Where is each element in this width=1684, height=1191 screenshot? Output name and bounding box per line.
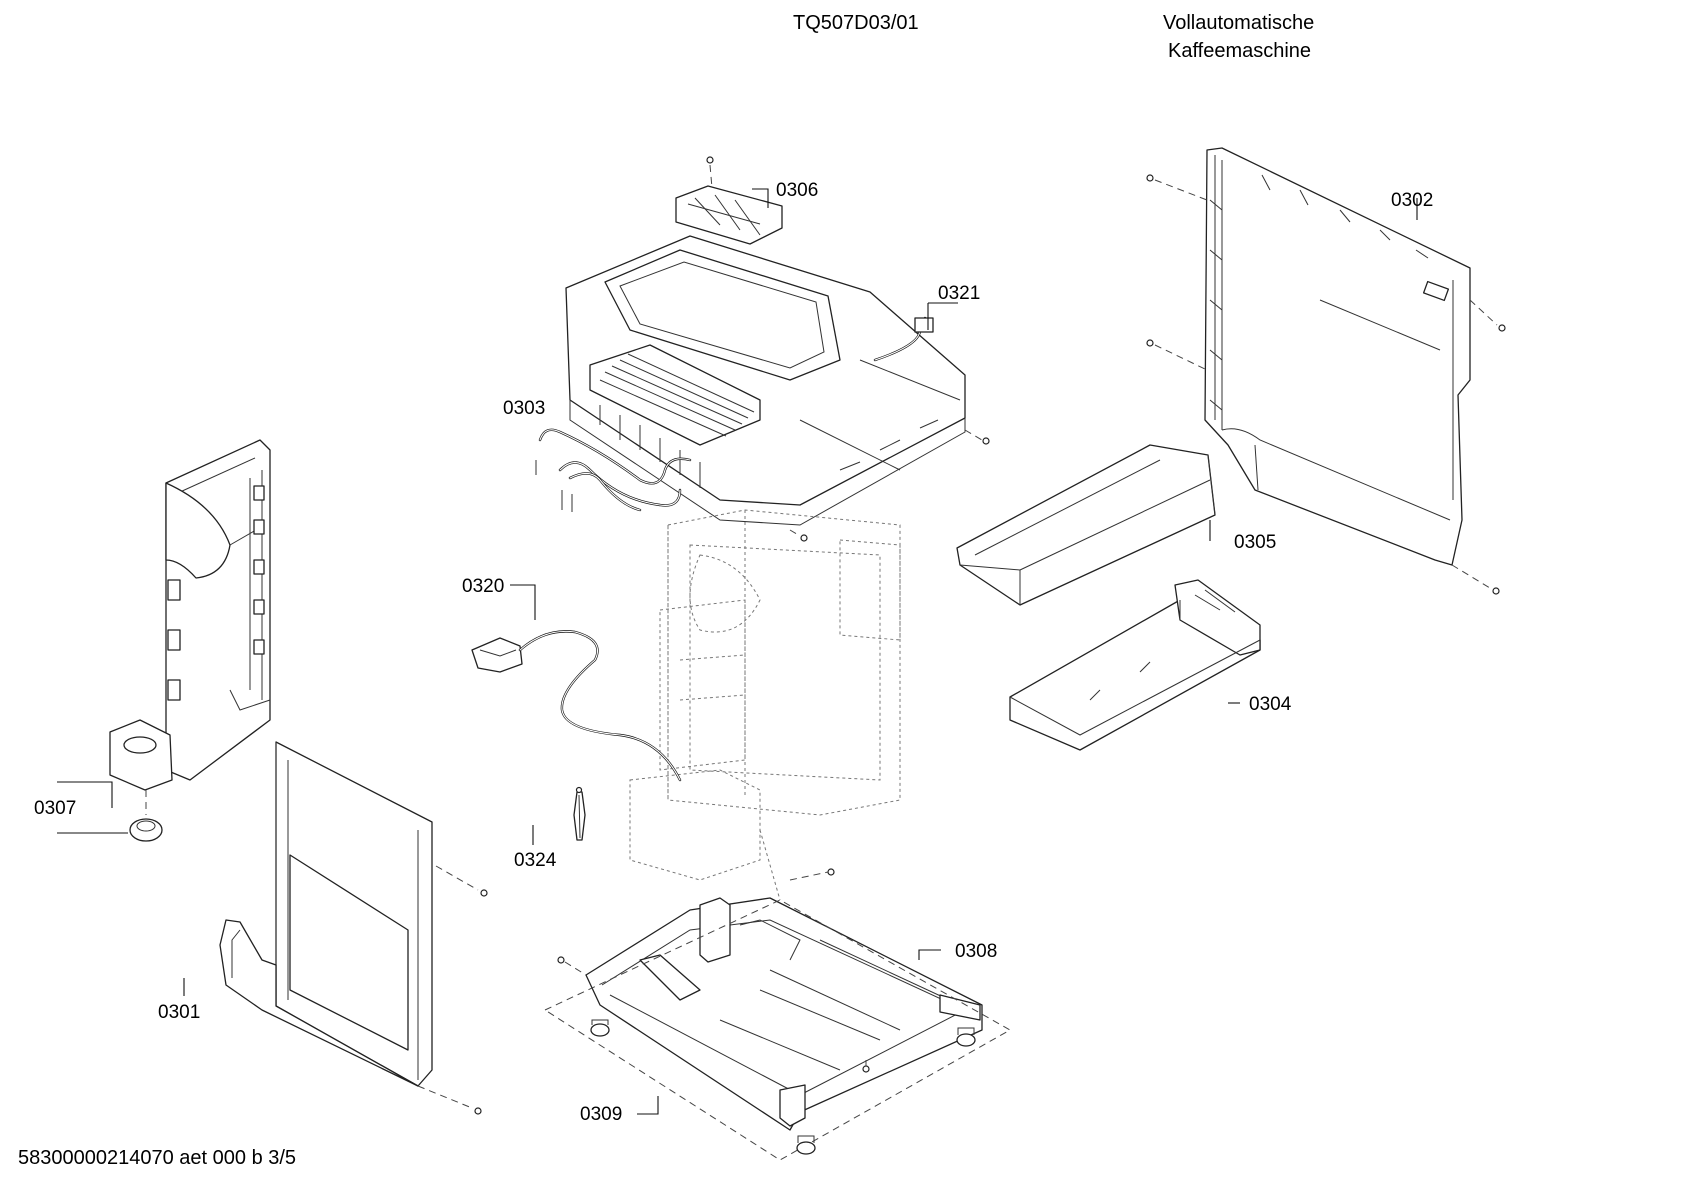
part-0302-right-panel (1146, 147, 1506, 595)
part-0304-tray (1009, 579, 1261, 751)
part-0303-wiring (535, 428, 692, 512)
callout-0306: 0306 (776, 180, 818, 201)
part-0305-drip-cover (956, 444, 1216, 606)
part-0324-pin (573, 786, 586, 841)
part-0309-feet (543, 868, 1012, 1161)
callout-0302: 0302 (1391, 190, 1433, 211)
part-0320-power-cord (471, 630, 682, 782)
callout-0320: 0320 (462, 576, 504, 597)
screws-0301 (417, 865, 488, 1115)
callout-0308: 0308 (955, 941, 997, 962)
callout-0307: 0307 (34, 798, 76, 819)
title-line-2: Kaffeemaschine (1168, 40, 1312, 62)
callout-0303: 0303 (503, 398, 545, 419)
callout-0304: 0304 (1249, 694, 1292, 715)
part-0307-front-frame (109, 439, 271, 842)
callout-0305: 0305 (1234, 532, 1276, 553)
document-id: 58300000214070 aet 000 b 3/5 (18, 1147, 297, 1169)
title-line-1: Vollautomatische (1163, 12, 1315, 34)
part-0306-top-grille (675, 156, 783, 245)
part-0321-top-cover (565, 235, 990, 542)
callout-0301: 0301 (158, 1002, 200, 1023)
part-0308-base-tray (585, 897, 983, 1131)
part-0301-side-panel (219, 741, 433, 1087)
callout-0324: 0324 (514, 850, 557, 871)
callout-0321: 0321 (938, 283, 980, 304)
ghost-machine-body (629, 509, 901, 901)
callout-0309: 0309 (580, 1104, 622, 1125)
model-number: TQ507D03/01 (793, 12, 919, 34)
leader-lines (57, 188, 1418, 1115)
